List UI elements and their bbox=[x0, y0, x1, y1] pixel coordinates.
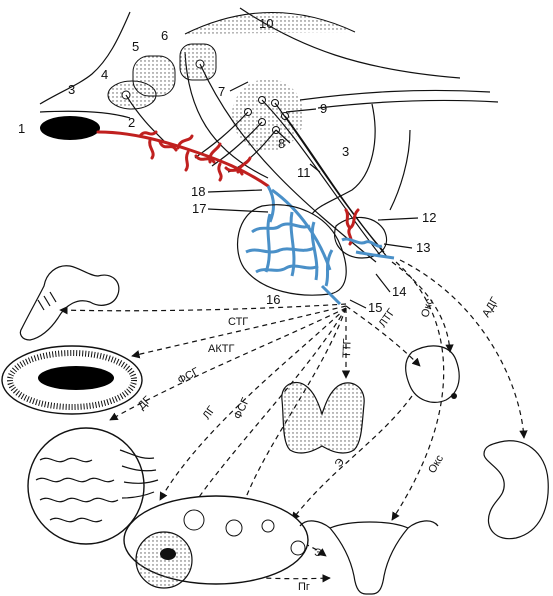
label-ttg: ТТГ bbox=[341, 338, 354, 358]
testis-icon bbox=[27, 427, 159, 545]
posterior-lobe bbox=[334, 208, 395, 260]
adrenal-icon bbox=[1, 345, 143, 415]
label-4: 4 bbox=[101, 67, 108, 82]
hormone-arrows bbox=[59, 259, 528, 583]
label-lg: ЛГ bbox=[201, 404, 218, 422]
label-1: 1 bbox=[18, 121, 25, 136]
label-13: 13 bbox=[416, 240, 430, 255]
primary-capillary-plexus bbox=[96, 130, 270, 188]
label-aktg: АКТГ bbox=[208, 343, 234, 355]
kidney-icon bbox=[483, 440, 549, 540]
label-16: 16 bbox=[266, 292, 280, 307]
label-stg: СТГ bbox=[228, 316, 248, 328]
label-12: 12 bbox=[422, 210, 436, 225]
label-e-2: Э bbox=[314, 547, 322, 559]
label-15: 15 bbox=[368, 300, 382, 315]
label-8: 8 bbox=[278, 136, 285, 151]
label-2: 2 bbox=[128, 115, 135, 130]
label-6: 6 bbox=[161, 28, 168, 43]
thyroid-icon bbox=[281, 381, 365, 454]
label-11: 11 bbox=[297, 165, 311, 180]
thalamus-region bbox=[184, 12, 356, 35]
uterus-icon bbox=[299, 520, 439, 595]
label-adg: АДГ bbox=[480, 295, 501, 319]
label-17: 17 bbox=[192, 201, 206, 216]
label-5: 5 bbox=[132, 39, 139, 54]
label-e-1: Э bbox=[333, 456, 347, 469]
optic-chiasm bbox=[40, 116, 100, 140]
label-leaders bbox=[207, 81, 419, 309]
label-oks-1: Окс bbox=[419, 297, 436, 319]
label-dg: ДГ bbox=[136, 394, 154, 412]
breast-icon bbox=[405, 345, 460, 403]
portal-system bbox=[237, 185, 347, 306]
label-18: 18 bbox=[191, 184, 205, 199]
label-3-right: 3 bbox=[342, 144, 349, 159]
nucleus-9 bbox=[232, 79, 304, 151]
ovary-icon bbox=[123, 495, 309, 589]
label-fsg-2: ФСГ bbox=[232, 396, 252, 421]
label-oks-2: Окс bbox=[426, 453, 446, 476]
structure-labels: 1 2 3 3 4 5 6 7 8 9 10 11 12 13 14 15 16… bbox=[18, 16, 436, 315]
label-7: 7 bbox=[218, 84, 225, 99]
label-3-left: 3 bbox=[68, 82, 75, 97]
label-10: 10 bbox=[259, 16, 273, 31]
label-fsg-1: ФСГ bbox=[176, 366, 201, 387]
label-pg: Пг bbox=[298, 581, 310, 593]
bone-icon bbox=[19, 265, 120, 341]
label-9: 9 bbox=[320, 101, 327, 116]
label-14: 14 bbox=[392, 284, 406, 299]
nucleus-5 bbox=[132, 55, 176, 97]
